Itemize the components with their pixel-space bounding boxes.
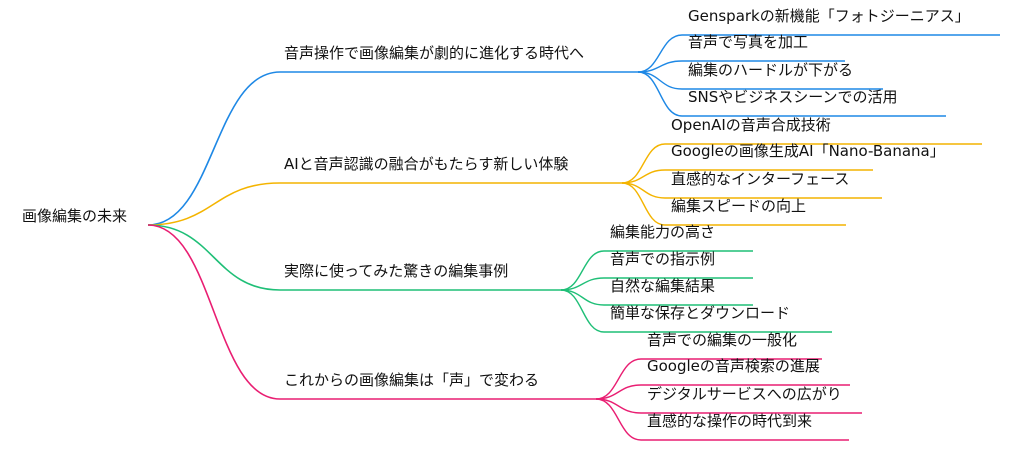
- leaf-3-2-label: 音声での指示例: [610, 250, 716, 268]
- leaf-1-2-label: 音声で写真を加工: [688, 33, 809, 51]
- branch-connector: [147, 182, 281, 226]
- leaf-4-3-label: デジタルサービスへの広がり: [647, 385, 842, 403]
- branch-connector: [147, 224, 281, 291]
- leaf-3-3-label: 自然な編集結果: [610, 277, 716, 295]
- leaf-1-4-label: SNSやビジネスシーンでの活用: [688, 88, 898, 106]
- leaf-connector: [637, 34, 683, 73]
- leaf-connector: [560, 289, 605, 333]
- leaf-connector: [637, 71, 683, 117]
- leaf-2-3-label: 直感的なインターフェース: [671, 170, 850, 188]
- leaf-connector: [621, 143, 666, 184]
- leaf-connector: [637, 71, 683, 90]
- leaf-2-2-label: Googleの画像生成AI「Nano-Banana」: [671, 142, 945, 160]
- leaf-1-3-label: 編集のハードルが下がる: [688, 61, 854, 79]
- leaf-connector: [621, 182, 666, 226]
- leaf-1-1-label: Gensparkの新機能「フォトジーニアス」: [688, 7, 970, 25]
- branch-1-label: 音声操作で画像編集が劇的に進化する時代へ: [284, 44, 585, 62]
- branch-4-label: これからの画像編集は「声」で変わる: [284, 371, 540, 389]
- leaf-connector: [560, 250, 605, 291]
- leaf-3-4-label: 簡単な保存とダウンロード: [610, 304, 791, 322]
- branch-connector: [147, 224, 281, 400]
- leaf-2-1-label: OpenAIの音声合成技術: [671, 116, 831, 134]
- root-node-label: 画像編集の未来: [22, 207, 128, 225]
- leaf-connector: [595, 398, 642, 441]
- branch-2-label: AIと音声認識の融合がもたらす新しい体験: [284, 155, 569, 173]
- leaf-2-4-label: 編集スピードの向上: [671, 197, 807, 215]
- leaf-3-1-label: 編集能力の高さ: [610, 223, 716, 241]
- leaf-connector: [595, 358, 642, 400]
- branch-connector: [147, 71, 281, 226]
- branch-3-label: 実際に使ってみた驚きの編集事例: [284, 262, 509, 280]
- leaf-4-2-label: Googleの音声検索の進展: [647, 357, 820, 375]
- leaf-4-4-label: 直感的な操作の時代到来: [647, 412, 813, 430]
- leaf-4-1-label: 音声での編集の一般化: [647, 331, 798, 349]
